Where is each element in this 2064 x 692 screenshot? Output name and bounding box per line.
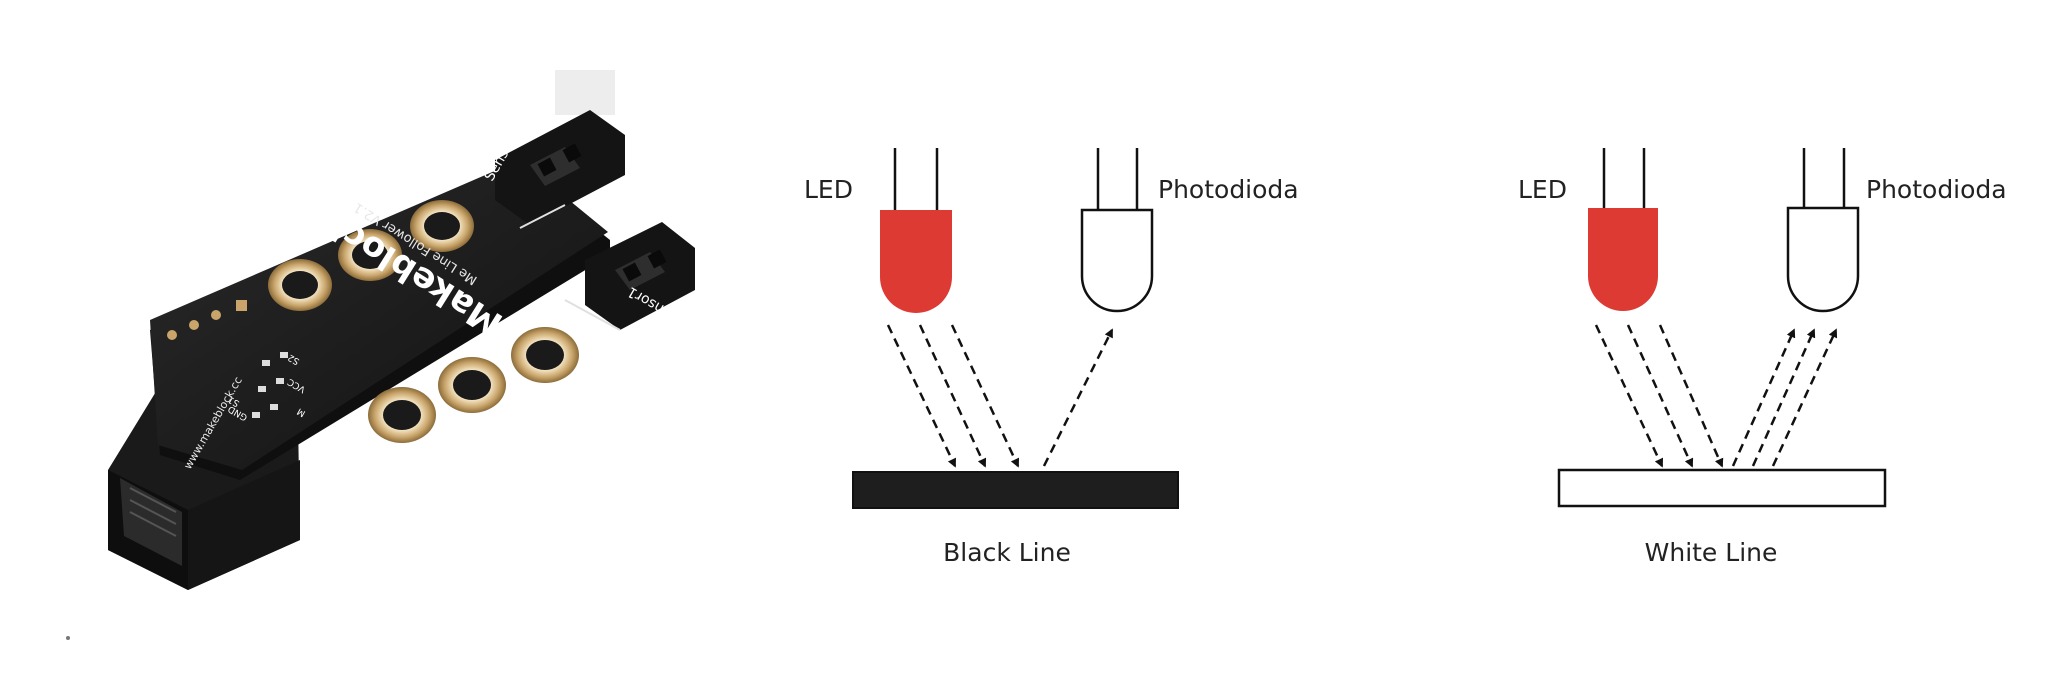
white-line-surface: [1557, 468, 1887, 508]
black-line-label: Black Line: [943, 538, 1071, 567]
photodiode-label: Photodioda: [1866, 175, 2007, 204]
white-line-label: White Line: [1645, 538, 1778, 567]
pin-s2: S2: [287, 352, 302, 366]
emitted-rays: [886, 324, 1020, 468]
photodiode-body: [1080, 208, 1154, 313]
ir-sensor-2: [495, 110, 625, 229]
mounting-holes: [268, 200, 579, 443]
photodiode-symbol: [1786, 148, 1860, 313]
reflected-rays: [1042, 328, 1114, 467]
black-line-surface: [852, 471, 1179, 509]
pin-s1: S1: [227, 394, 242, 408]
led-label: LED: [1518, 175, 1567, 204]
ir-sensor-1: [564, 222, 695, 331]
status-leds: [252, 352, 288, 418]
white-line-diagram: LED Photodioda White Line: [1518, 148, 2007, 567]
pin-m: M: [296, 406, 308, 419]
led-body: [1588, 208, 1658, 311]
reflected-rays: [1731, 328, 1838, 467]
led-symbol: [1588, 148, 1658, 311]
photodiode-symbol: [1080, 148, 1154, 313]
emitted-rays: [1594, 324, 1724, 468]
line-follower-board-photo: Makeblock Me Line Follower V2.1 www.make…: [60, 60, 700, 660]
led-label: LED: [804, 175, 853, 204]
photodiode-label: Photodioda: [1158, 175, 1299, 204]
header-pads: [167, 300, 247, 340]
pcb-board: [150, 160, 610, 480]
black-line-diagram: LED Photodioda Black Line: [804, 148, 1299, 567]
photodiode-body: [1786, 206, 1860, 313]
led-body: [880, 210, 952, 313]
led-symbol: [880, 148, 952, 313]
